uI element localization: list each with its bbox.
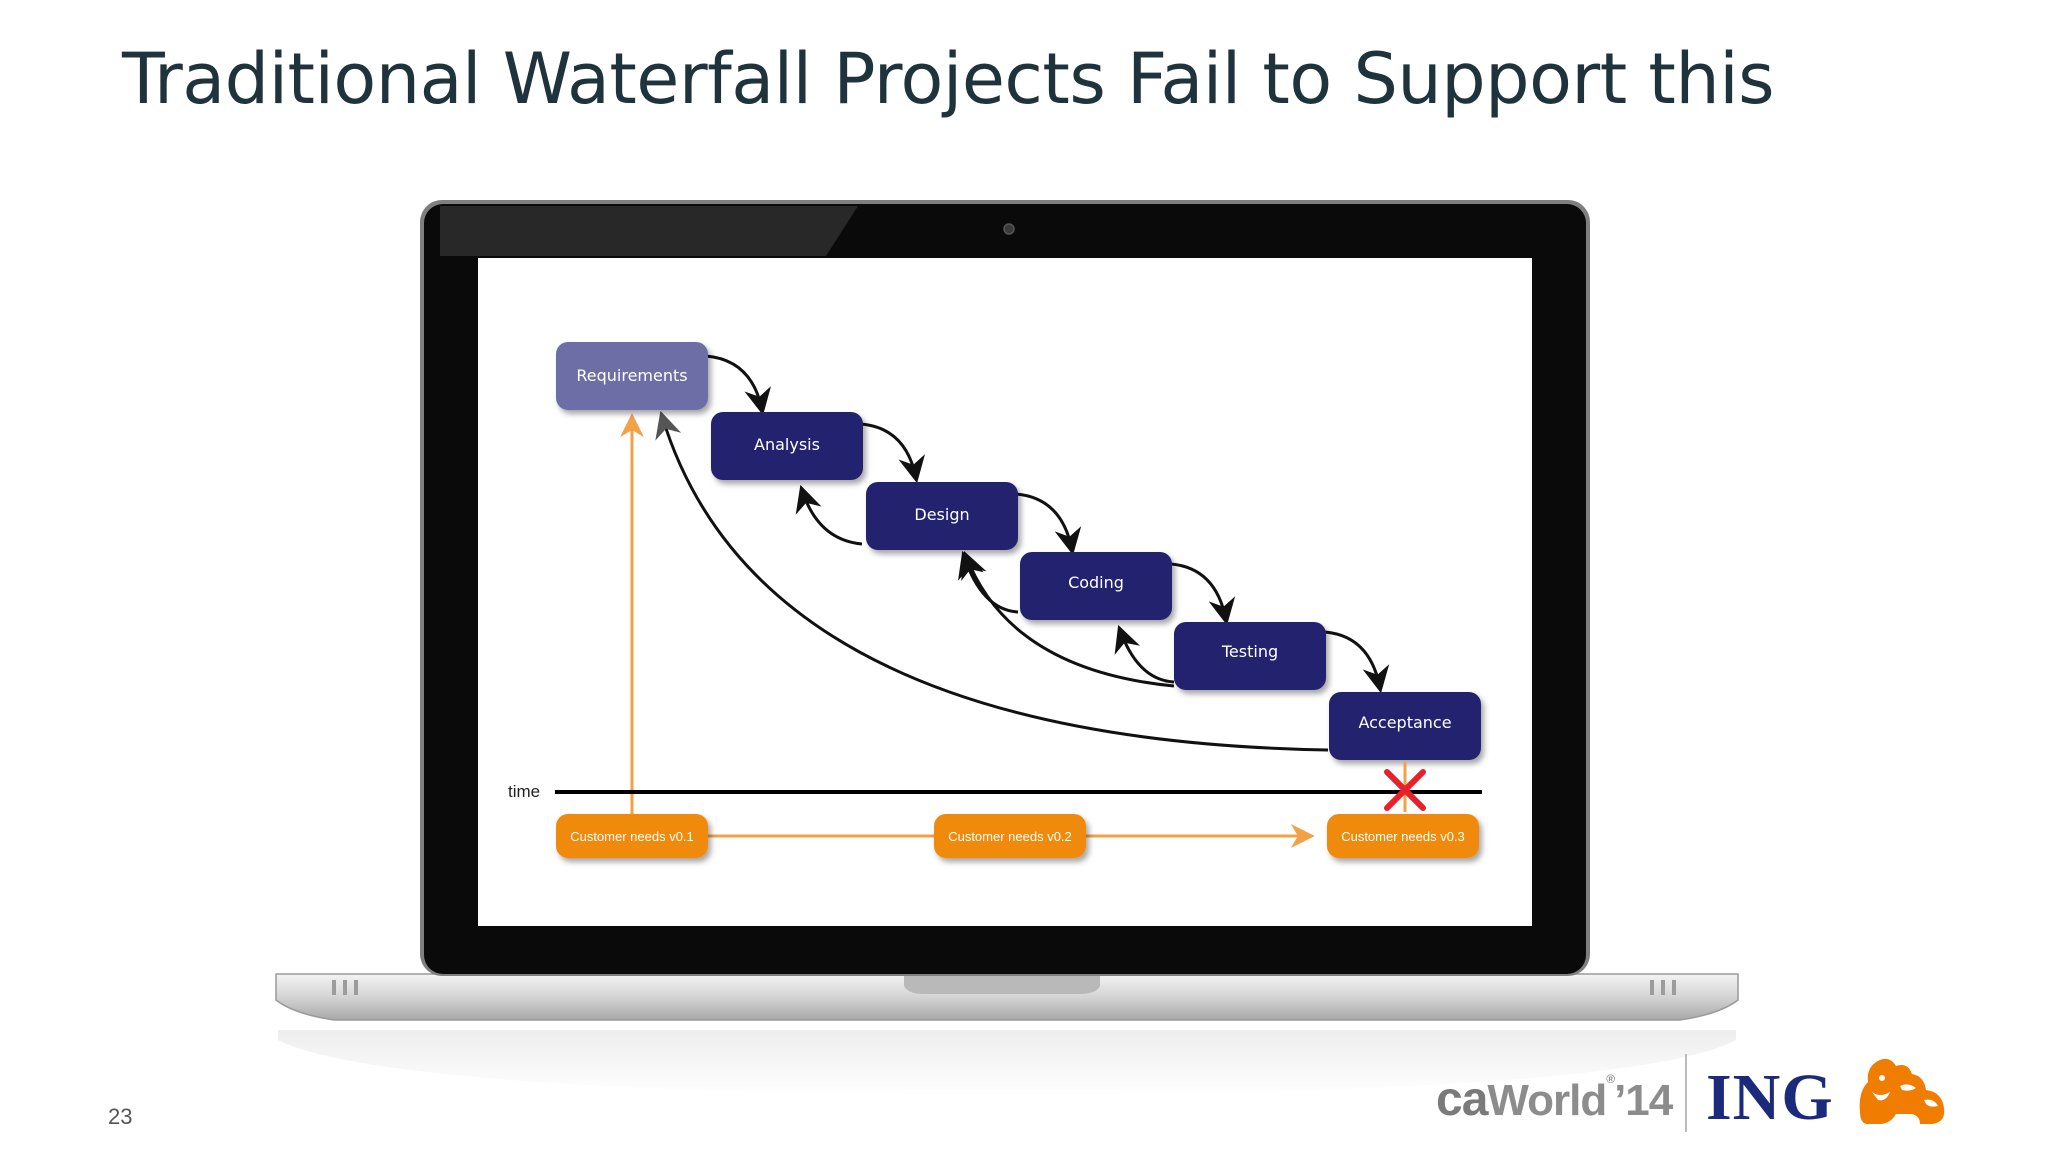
ca-world-logo: caWorld®’14	[1436, 1072, 1673, 1126]
customer-needs-v01: Customer needs v0.1	[556, 814, 708, 858]
feedback-arrow-acceptance-requirements	[655, 410, 1329, 752]
phase-label: Design	[914, 505, 969, 524]
time-label: time	[508, 782, 540, 801]
customer-needs-label: Customer needs v0.1	[570, 829, 694, 844]
page-number: 23	[108, 1104, 133, 1129]
laptop-reflection	[278, 1030, 1736, 1096]
forward-arrow-testing-acceptance	[1324, 630, 1390, 694]
phase-box-requirements: Requirements	[556, 342, 708, 410]
phase-label: Analysis	[754, 435, 820, 454]
customer-needs-label: Customer needs v0.2	[948, 829, 1072, 844]
ca-logo-prefix: ca	[1436, 1073, 1488, 1126]
bezel-glare	[440, 206, 858, 256]
phase-label: Acceptance	[1358, 713, 1451, 732]
customer-needs-v03: Customer needs v0.3	[1327, 814, 1479, 858]
phase-label: Testing	[1221, 642, 1278, 661]
laptop-vent-right	[1650, 980, 1676, 995]
forward-arrow-requirements-analysis	[705, 354, 771, 416]
forward-arrow-design-coding	[1015, 492, 1082, 556]
feedback-arrow-testing-coding	[1114, 624, 1175, 684]
ing-logo: ING	[1706, 1061, 1834, 1134]
feedback-arrow-design-analysis	[795, 484, 863, 546]
forward-arrow-coding-testing	[1170, 562, 1236, 626]
laptop-vent-left	[332, 980, 358, 995]
feedback-arrow-testing-design	[961, 550, 1175, 688]
customer-needs-v02: Customer needs v0.2	[934, 814, 1086, 858]
ca-logo-suffix: ’14	[1614, 1076, 1673, 1125]
slide-title: Traditional Waterfall Projects Fail to S…	[122, 38, 1775, 120]
phase-box-coding: Coding	[1020, 552, 1172, 620]
logo-divider	[1685, 1054, 1687, 1132]
phase-box-design: Design	[866, 482, 1018, 550]
phase-label: Coding	[1068, 573, 1124, 592]
customer-needs-label: Customer needs v0.3	[1341, 829, 1465, 844]
ca-logo-word: World	[1487, 1076, 1607, 1125]
footer-logos: caWorld®’14 ING	[1436, 1052, 1956, 1142]
phase-box-analysis: Analysis	[711, 412, 863, 480]
phase-box-testing: Testing	[1174, 622, 1326, 690]
reject-x-icon	[1384, 769, 1426, 811]
laptop-base	[275, 973, 1739, 1021]
waterfall-diagram: time Requirements Analysis Design Coding…	[508, 342, 1482, 858]
laptop-hinge-notch	[904, 974, 1100, 994]
ing-lion-icon	[1859, 1058, 1945, 1124]
webcam-icon	[1003, 223, 1015, 235]
phase-label: Requirements	[576, 366, 687, 385]
forward-arrow-analysis-design	[860, 422, 925, 484]
phase-box-acceptance: Acceptance	[1329, 692, 1481, 760]
